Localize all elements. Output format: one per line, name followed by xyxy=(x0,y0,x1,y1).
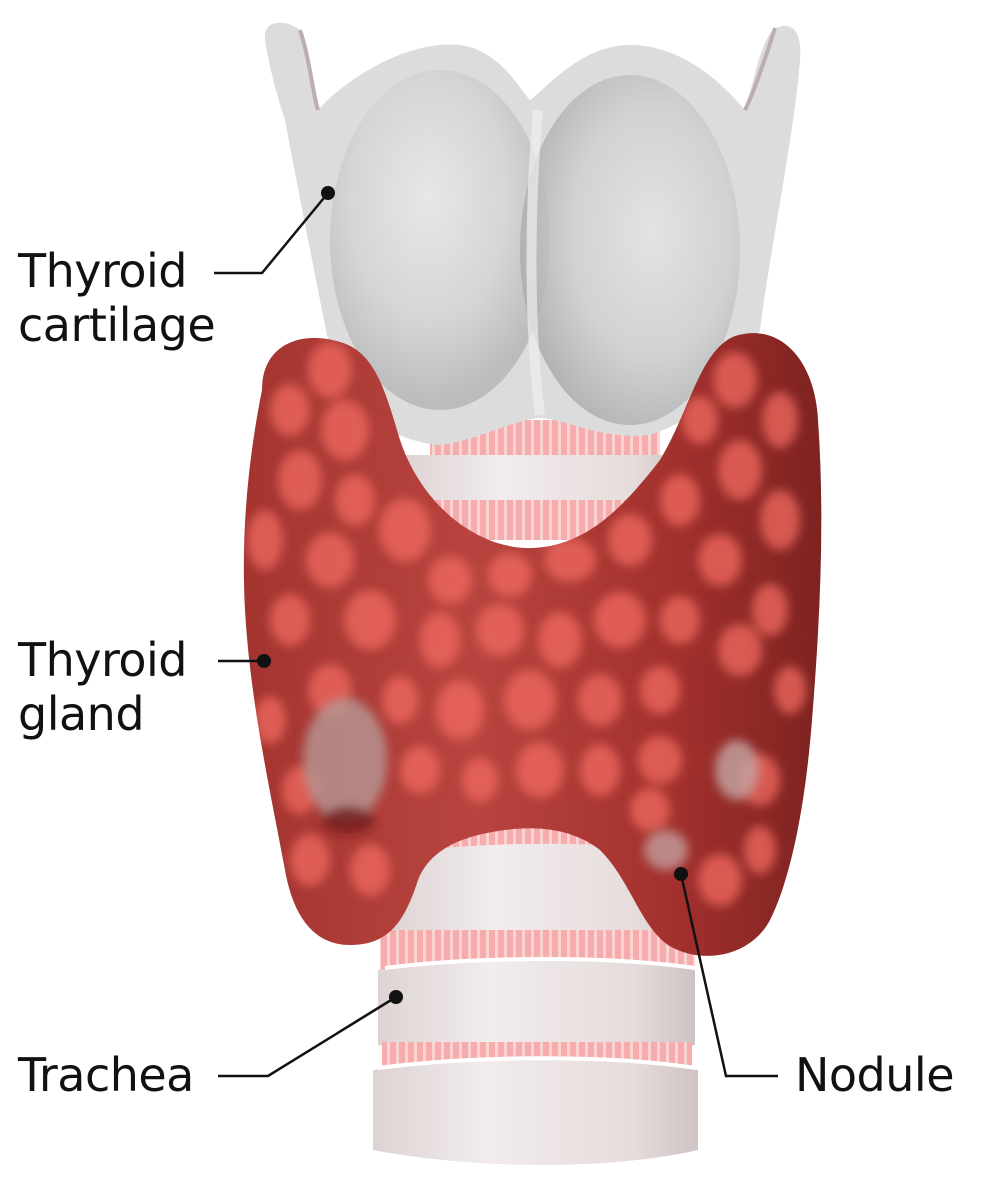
pointer-dots xyxy=(257,186,688,1004)
label-text: gland xyxy=(18,687,145,741)
leader-line-trachea xyxy=(218,995,397,1078)
label-thyroid-gland: Thyroid gland xyxy=(18,633,188,741)
label-text: Thyroid xyxy=(18,633,188,687)
nodules xyxy=(303,698,759,870)
pointer-dot-thyroid-gland xyxy=(257,654,271,668)
label-text: Trachea xyxy=(18,1048,194,1102)
leader-lines xyxy=(214,192,778,1078)
thyroid-gland-illustration xyxy=(243,333,822,956)
thyroid-cartilage-illustration xyxy=(264,22,801,446)
pointer-dot-trachea xyxy=(389,990,403,1004)
leader-line-nodule xyxy=(679,873,778,1078)
label-thyroid-cartilage: Thyroid cartilage xyxy=(18,244,216,352)
leader-line-thyroid-cartilage xyxy=(214,192,329,275)
label-text: cartilage xyxy=(18,298,216,352)
pointer-dot-thyroid-cartilage xyxy=(321,186,335,200)
label-text: Thyroid xyxy=(18,244,188,298)
label-nodule: Nodule xyxy=(795,1048,955,1102)
label-trachea: Trachea xyxy=(18,1048,194,1102)
pointer-dot-nodule xyxy=(674,867,688,881)
trachea-illustration xyxy=(373,420,700,1165)
label-text: Nodule xyxy=(795,1048,955,1102)
